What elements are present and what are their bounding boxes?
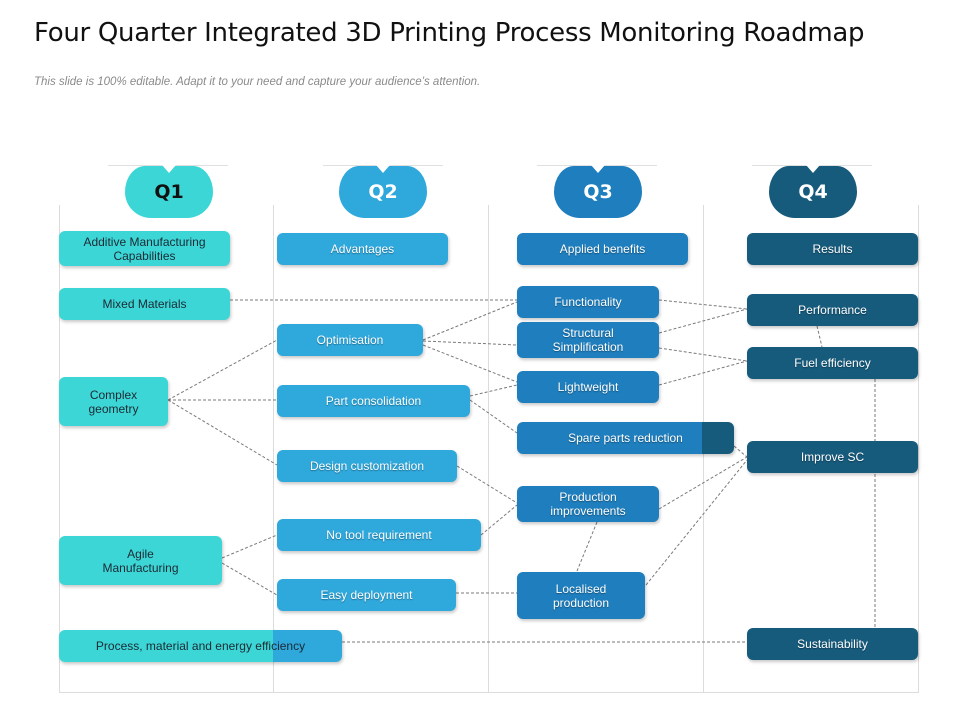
node-improve-sc: Improve SC [747, 441, 918, 473]
link-functionality-performance [658, 299, 748, 310]
node-agile-manufacturing: Agile Manufacturing [59, 536, 222, 585]
q2-heading: Advantages [277, 233, 448, 265]
node-process-material-energy-efficiency: Process, material and energy efficiency [59, 630, 342, 662]
link-part-consolidation-lightweight [469, 384, 518, 397]
node-complex-geometry: Complex geometry [59, 377, 168, 426]
grid-bottom-line [59, 692, 919, 693]
link-part-consolidation-spare-parts [469, 399, 518, 434]
link-optimisation-lightweight [422, 344, 518, 383]
link-complex-geometry-optimisation [167, 339, 278, 401]
node-sustainability: Sustainability [747, 628, 918, 660]
link-optimisation-functionality [422, 301, 518, 341]
link-complex-geometry-design-customization [167, 399, 278, 466]
node-optimisation: Optimisation [277, 324, 423, 356]
column-divider [918, 205, 919, 693]
link-structural-fuel [658, 347, 748, 362]
link-optimisation-structural [422, 340, 518, 346]
q4-heading: Results [747, 233, 918, 265]
node-performance: Performance [747, 294, 918, 326]
quarter-badge-q2: Q2 [339, 165, 427, 218]
node-fuel-efficiency: Fuel efficiency [747, 347, 918, 379]
node-production-improvements: Production improvements [517, 486, 659, 522]
quarter-badge-q4: Q4 [769, 165, 857, 218]
q3-heading: Applied benefits [517, 233, 688, 265]
link-structural-performance [658, 308, 748, 334]
column-divider [273, 205, 274, 693]
link-production-improve-sc [658, 456, 748, 510]
node-structural-simplification: Structural Simplification [517, 322, 659, 358]
link-agile-easy-deployment [221, 562, 278, 596]
link-agile-no-tool [221, 534, 278, 559]
page-subtitle: This slide is 100% editable. Adapt it to… [34, 76, 481, 88]
link-production-localised [576, 521, 598, 572]
node-easy-deployment: Easy deployment [277, 579, 456, 611]
quarter-badge-q3: Q3 [554, 165, 642, 218]
page-title: Four Quarter Integrated 3D Printing Proc… [34, 18, 865, 48]
link-performance-fuel [816, 325, 823, 348]
link-localised-improve-sc [645, 459, 748, 586]
node-localised-production: Localised production [517, 572, 645, 619]
link-spare-parts-improve-sc [733, 445, 748, 458]
node-no-tool-requirement: No tool requirement [277, 519, 481, 551]
column-divider [488, 205, 489, 693]
node-spare-parts-reduction: Spare parts reduction [517, 422, 734, 454]
node-part-consolidation: Part consolidation [277, 385, 470, 417]
column-divider [59, 205, 60, 693]
node-design-customization: Design customization [277, 450, 457, 482]
link-lightweight-fuel [658, 360, 748, 386]
q1-heading: Additive Manufacturing Capabilities [59, 231, 230, 266]
link-no-tool-production [480, 504, 518, 536]
node-functionality: Functionality [517, 286, 659, 318]
node-mixed-materials: Mixed Materials [59, 288, 230, 320]
link-design-customization-production [456, 465, 518, 504]
quarter-badge-q1: Q1 [125, 165, 213, 218]
node-lightweight: Lightweight [517, 371, 659, 403]
